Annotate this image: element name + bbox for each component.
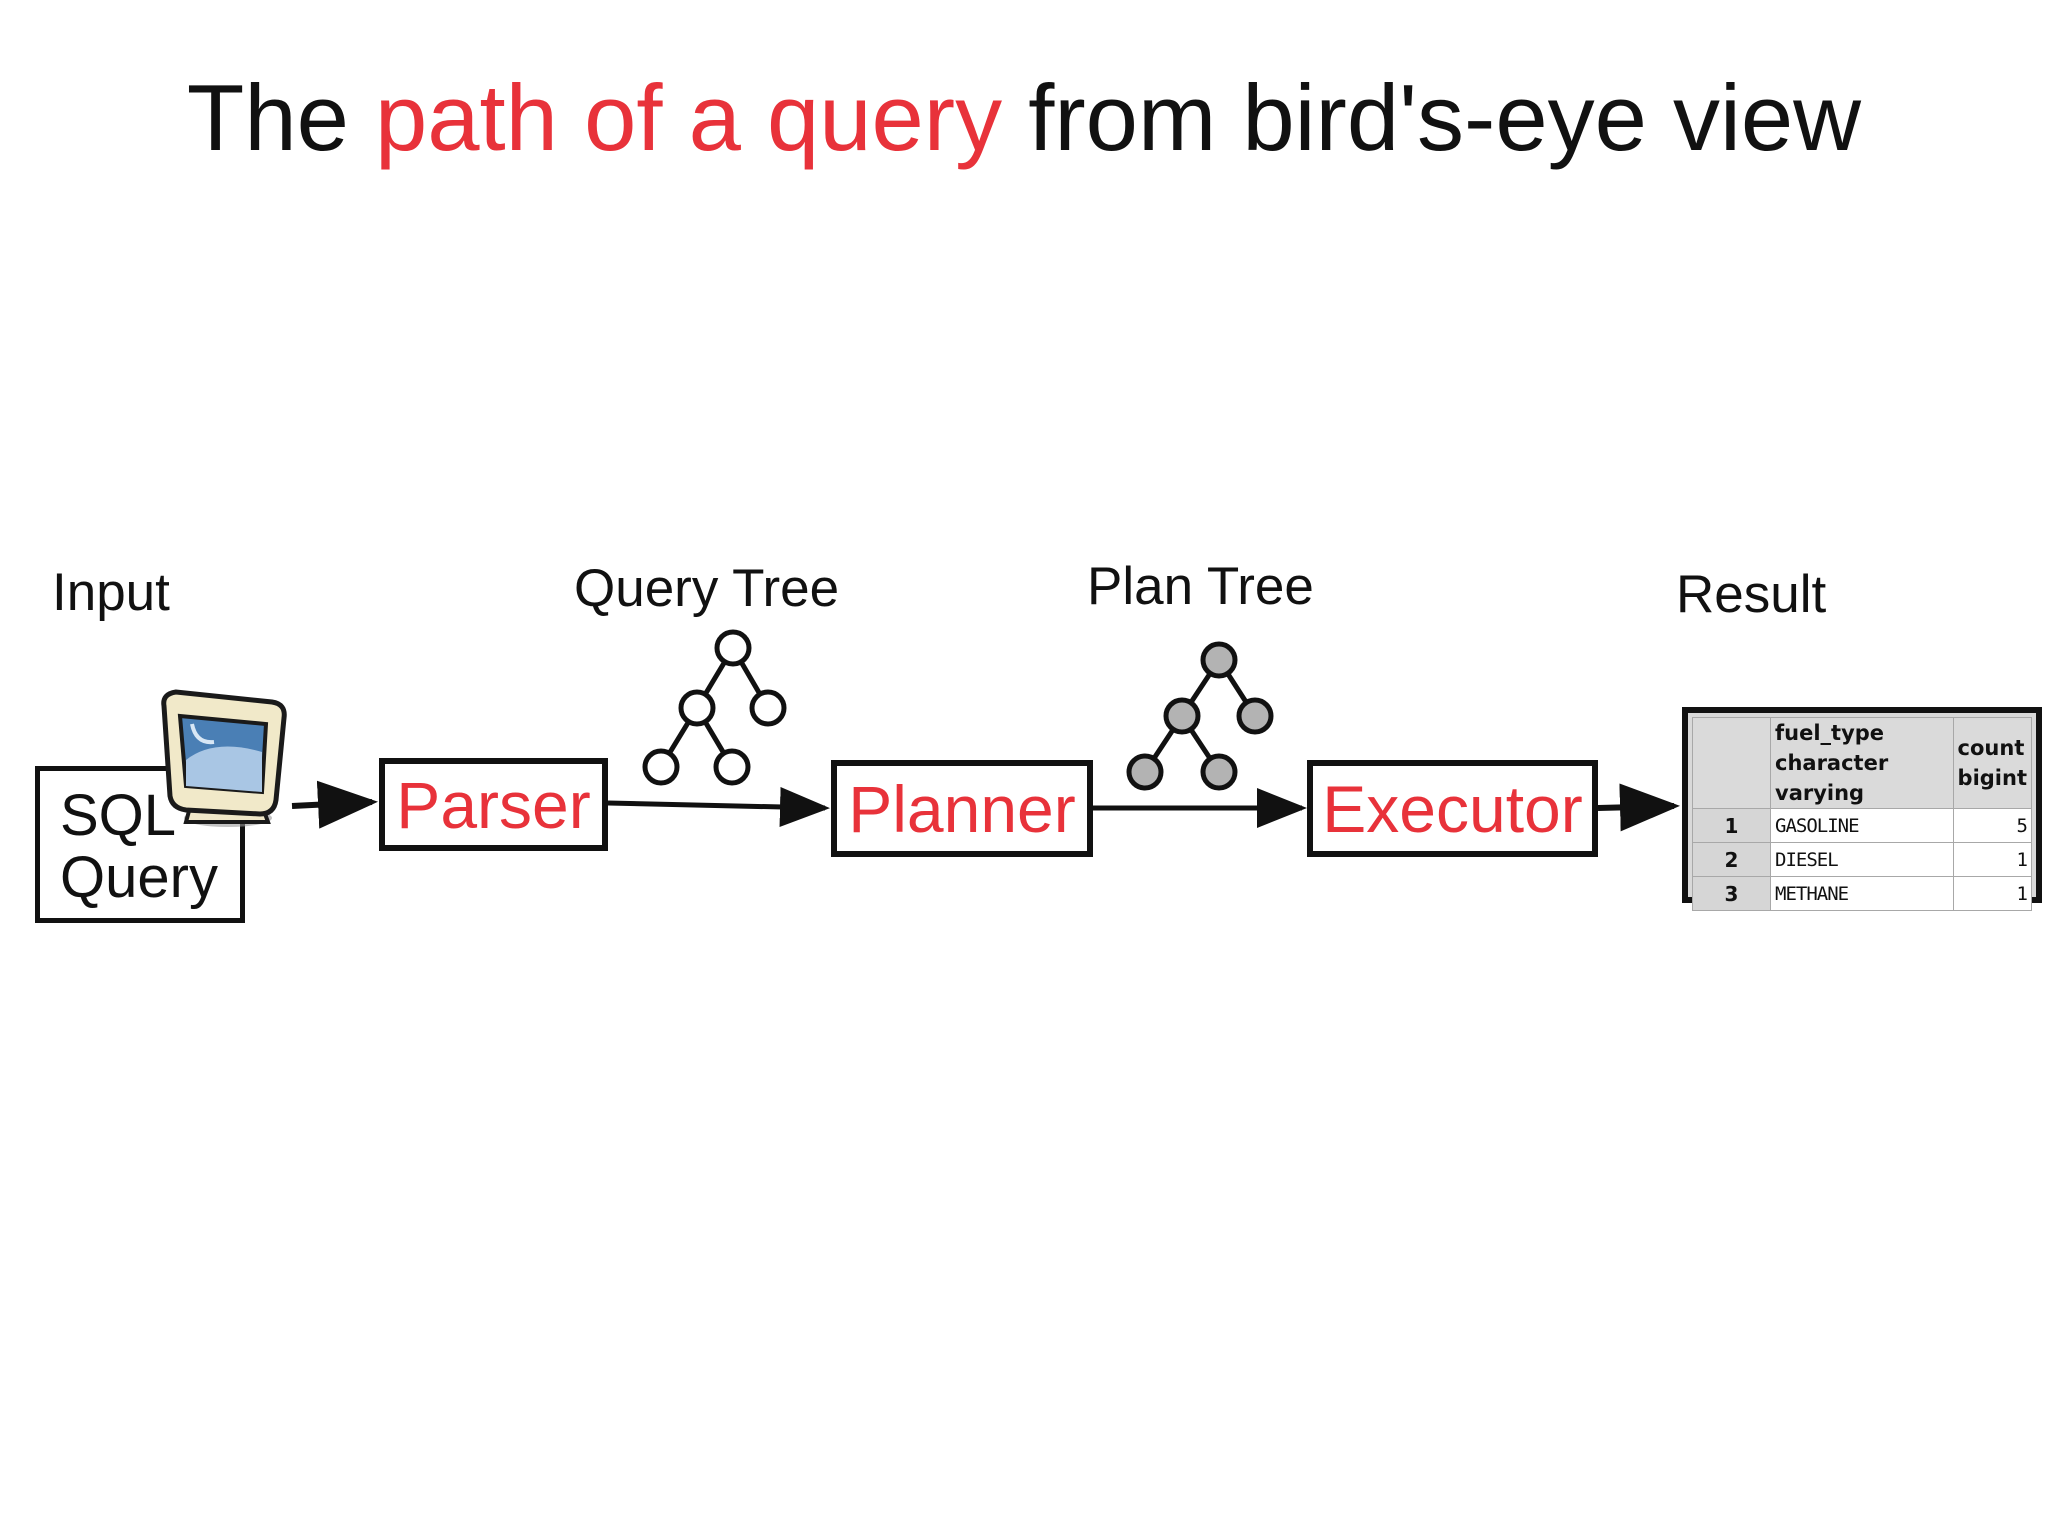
col-name-count: count — [1957, 736, 2025, 760]
cell-count: 5 — [1952, 808, 2033, 843]
result-table: fuel_type character varying count bigint… — [1692, 717, 2033, 911]
cell-fuel-type: DIESEL — [1770, 842, 1954, 877]
arrow-parser-to-planner — [607, 786, 830, 827]
sql-query-line1: SQL — [60, 783, 177, 848]
sql-query-box: SQL Query — [35, 766, 245, 923]
planner-label: Planner — [848, 771, 1076, 846]
col-type-count: bigint — [1957, 766, 2027, 790]
table-row: 3 METHANE 1 — [1692, 876, 2033, 911]
executor-box: Executor — [1307, 760, 1598, 857]
header-corner — [1692, 717, 1771, 809]
header-count: count bigint — [1952, 717, 2033, 809]
header-fuel-type: fuel_type character varying — [1770, 717, 1954, 809]
cell-fuel-type: GASOLINE — [1770, 808, 1954, 843]
row-number: 2 — [1692, 842, 1771, 877]
result-label: Result — [1676, 565, 1827, 624]
table-row: 2 DIESEL 1 — [1692, 842, 2033, 877]
query-tree-label: Query Tree — [574, 559, 840, 618]
title-prefix: The — [186, 65, 375, 170]
input-label: Input — [52, 563, 170, 622]
cell-count: 1 — [1952, 876, 2033, 911]
cell-count: 1 — [1952, 842, 2033, 877]
col-type-fuel-type: character varying — [1775, 751, 1889, 805]
arrow-input-to-parser — [291, 780, 378, 829]
parser-label: Parser — [396, 767, 591, 842]
cell-fuel-type: METHANE — [1770, 876, 1954, 911]
row-number: 3 — [1692, 876, 1771, 911]
title-suffix: from bird's-eye view — [1002, 65, 1862, 170]
page-title: The path of a query from bird's-eye view — [0, 64, 2048, 172]
sql-query-line2: Query — [60, 845, 218, 910]
query-tree-icon — [642, 629, 787, 786]
title-highlight: path of a query — [375, 65, 1003, 170]
arrow-executor-to-result — [1597, 783, 1680, 832]
result-header-row: fuel_type character varying count bigint — [1692, 717, 2033, 809]
table-row: 1 GASOLINE 5 — [1692, 808, 2033, 843]
parser-box: Parser — [379, 758, 608, 851]
planner-box: Planner — [831, 760, 1093, 857]
result-table-frame: fuel_type character varying count bigint… — [1682, 707, 2042, 911]
row-number: 1 — [1692, 808, 1771, 843]
plan-tree-label: Plan Tree — [1087, 557, 1314, 616]
executor-label: Executor — [1322, 771, 1583, 846]
col-name-fuel-type: fuel_type — [1775, 721, 1885, 745]
plan-tree-icon — [1126, 641, 1274, 791]
